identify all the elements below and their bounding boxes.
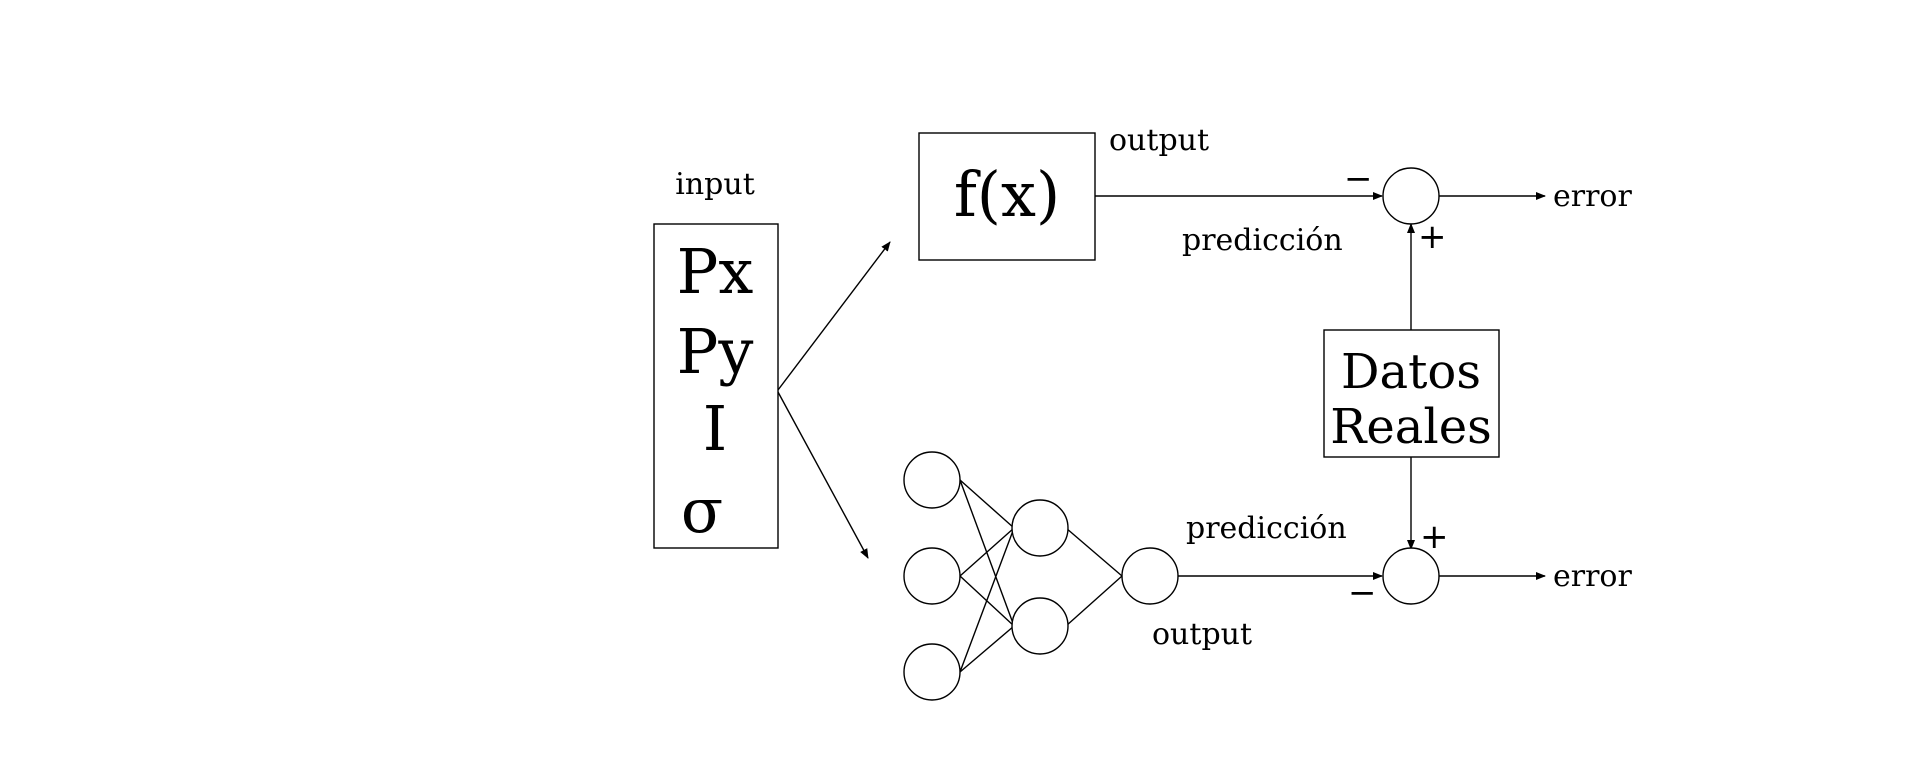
neural-network xyxy=(903,451,1179,701)
bottom-minus-sign: − xyxy=(1348,573,1377,613)
nn-edge xyxy=(1065,575,1123,627)
nn-hidden-node xyxy=(1011,597,1069,655)
nn-input-node xyxy=(903,643,961,701)
nn-edge xyxy=(1065,527,1123,577)
input-label: input xyxy=(675,167,755,202)
nn-hidden-node xyxy=(1011,499,1069,557)
bottom-error-label: error xyxy=(1553,559,1632,594)
input-px: Px xyxy=(677,235,754,308)
input-sigma: σ xyxy=(681,474,723,547)
function-box xyxy=(918,132,1096,261)
nn-edge xyxy=(959,527,1015,673)
bottom-prediction-label: predicción xyxy=(1186,511,1347,546)
function-label: f(x) xyxy=(954,158,1060,231)
nn-edge xyxy=(959,625,1015,673)
arrow-to-function xyxy=(777,241,891,391)
nn-input-node xyxy=(903,451,961,509)
top-output-label: output xyxy=(1109,123,1209,158)
top-minus-sign: − xyxy=(1344,159,1373,199)
top-error-label: error xyxy=(1553,179,1632,214)
arrow-to-network xyxy=(777,391,869,559)
nn-input-node xyxy=(903,547,961,605)
input-py: Py xyxy=(677,315,754,388)
real-data-line-1: Datos xyxy=(1341,344,1481,400)
top-plus-sign: + xyxy=(1418,217,1447,257)
input-i: I xyxy=(703,392,728,465)
top-summing-node xyxy=(1382,167,1440,225)
real-data-line-2: Reales xyxy=(1330,399,1492,455)
bottom-plus-sign: + xyxy=(1420,517,1449,557)
nn-output-node xyxy=(1121,547,1179,605)
top-prediction-label: predicción xyxy=(1182,223,1343,258)
real-data-box xyxy=(1323,329,1500,458)
nn-edge xyxy=(959,527,1015,577)
input-box xyxy=(653,223,779,549)
nn-edge xyxy=(959,479,1015,529)
nn-edge xyxy=(959,479,1015,627)
bottom-output-label: output xyxy=(1152,617,1252,652)
